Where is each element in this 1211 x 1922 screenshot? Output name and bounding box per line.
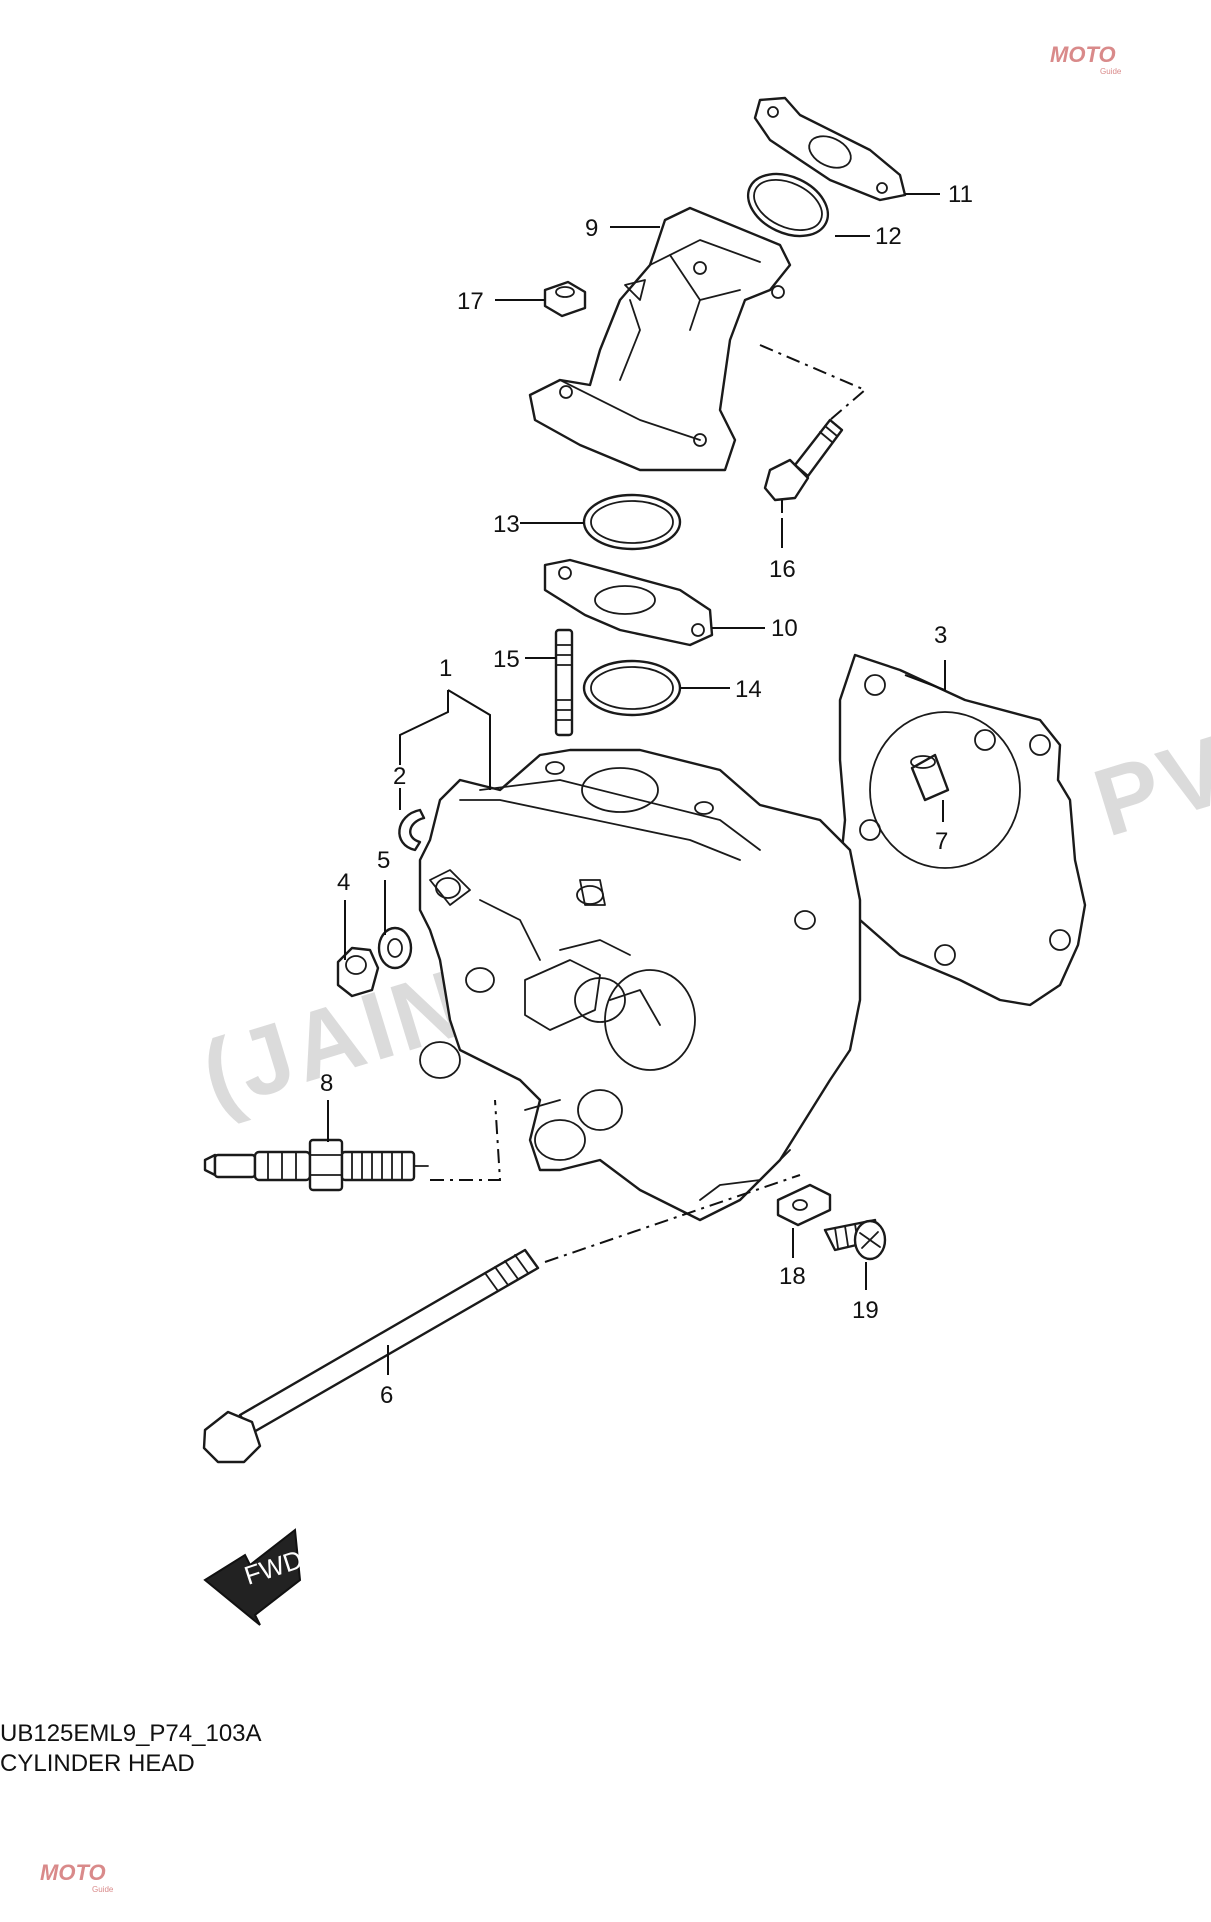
callout-6: 6 xyxy=(380,1382,393,1409)
callout-19: 19 xyxy=(852,1297,879,1324)
callout-17: 17 xyxy=(457,288,484,315)
part-9-intake-pipe xyxy=(528,206,792,472)
callout-11: 11 xyxy=(948,181,973,208)
callout-14: 14 xyxy=(735,676,762,703)
callout-12: 12 xyxy=(875,223,902,250)
callout-18: 18 xyxy=(779,1263,806,1290)
alignment-lines xyxy=(430,344,867,1263)
callout-3: 3 xyxy=(934,622,947,649)
part-13-o-ring xyxy=(582,493,682,551)
part-10-insulator xyxy=(543,558,714,647)
part-1-cylinder-head xyxy=(418,748,862,1222)
part-16-bolt xyxy=(763,418,844,502)
svg-text:MOTO: MOTO xyxy=(40,1860,106,1885)
diagram-title: CYLINDER HEAD xyxy=(0,1750,195,1777)
part-18-plate xyxy=(776,1183,832,1227)
part-2-clip xyxy=(398,808,426,852)
leader-lines xyxy=(327,193,946,1375)
callout-2: 2 xyxy=(393,763,406,790)
callout-8: 8 xyxy=(320,1070,333,1097)
callout-labels: 1 2 3 4 5 6 7 8 9 10 11 12 13 14 15 16 1… xyxy=(320,181,973,1409)
part-5-washer xyxy=(377,926,413,970)
part-4-cap-nut xyxy=(336,946,380,998)
part-7-dowel-pin xyxy=(910,753,950,802)
logo-bottom: MOTO Guide xyxy=(40,1860,114,1894)
part-12-o-ring xyxy=(746,172,830,238)
part-15-stud xyxy=(554,628,574,737)
part-17-nut xyxy=(543,280,587,318)
callout-10: 10 xyxy=(771,615,798,642)
svg-text:MOTO: MOTO xyxy=(1050,42,1116,67)
svg-text:Guide: Guide xyxy=(1100,67,1122,76)
part-14-o-ring xyxy=(582,659,682,717)
fwd-arrow: FWD xyxy=(203,1528,306,1626)
part-19-screw xyxy=(823,1218,887,1261)
callout-13: 13 xyxy=(493,511,520,538)
callout-16: 16 xyxy=(769,556,796,583)
callout-7: 7 xyxy=(935,828,948,855)
callout-4: 4 xyxy=(337,869,350,896)
callout-15: 15 xyxy=(493,646,520,673)
callout-5: 5 xyxy=(377,847,390,874)
svg-text:Guide: Guide xyxy=(92,1885,114,1894)
diagram-code: UB125EML9_P74_103A xyxy=(0,1720,262,1747)
part-3-gasket xyxy=(838,653,1087,1007)
part-8-spark-plug xyxy=(203,1138,429,1192)
callout-1: 1 xyxy=(439,655,452,682)
logo-top: MOTO Guide xyxy=(1050,42,1122,76)
callout-9: 9 xyxy=(585,215,598,242)
part-6-stud-bolt xyxy=(202,1248,540,1464)
